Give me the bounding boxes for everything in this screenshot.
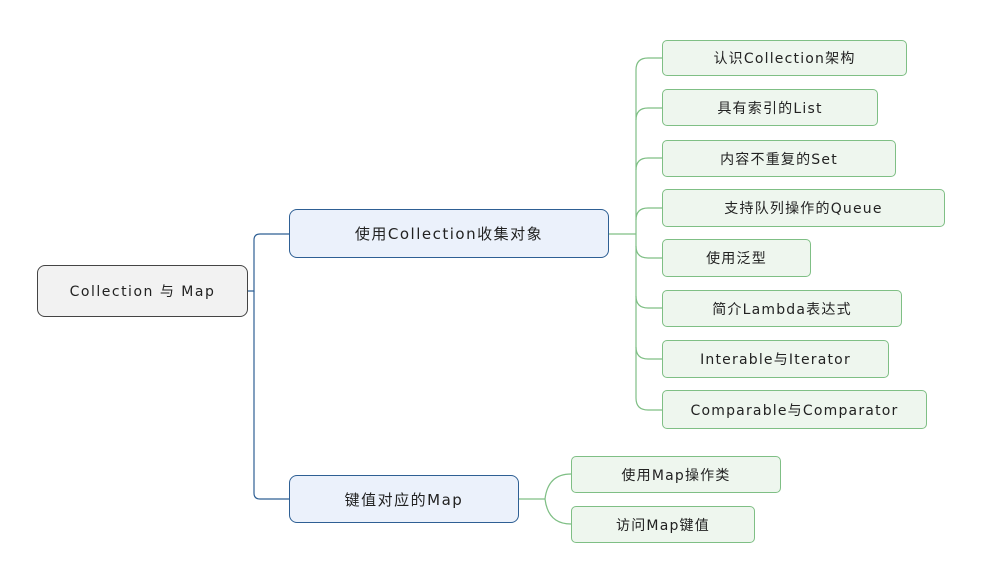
links-branch-2: [519, 473, 572, 525]
leaf-node-label: 具有索引的List: [717, 100, 823, 117]
leaf-node-comparable-comparator[interactable]: Comparable与Comparator: [662, 390, 927, 429]
leaf-node-label: 简介Lambda表达式: [712, 301, 852, 318]
leaf-node-label: 认识Collection架构: [713, 51, 856, 67]
branch-node-map[interactable]: 键值对应的Map: [289, 475, 519, 523]
link-root-branch-1: [248, 233, 289, 292]
leaf-node-label: 内容不重复的Set: [720, 151, 838, 168]
leaf-node-iterable-iterator[interactable]: Interable与Iterator: [662, 340, 889, 378]
leaf-node-map-operations[interactable]: 使用Map操作类: [571, 456, 781, 493]
root-node-collection-and-map[interactable]: Collection 与 Map: [37, 265, 248, 317]
leaf-node-label: Comparable与Comparator: [690, 402, 899, 419]
leaf-node-queue[interactable]: 支持队列操作的Queue: [662, 189, 945, 227]
leaf-node-label: 使用泛型: [706, 251, 767, 267]
leaf-node-indexed-list[interactable]: 具有索引的List: [662, 89, 878, 126]
branch-node-label: 使用Collection收集对象: [354, 225, 544, 243]
branch-node-using-collection[interactable]: 使用Collection收集对象: [289, 209, 609, 258]
link-root-branch-2: [253, 291, 289, 500]
leaf-node-label: 支持队列操作的Queue: [724, 201, 883, 217]
leaf-node-unique-set[interactable]: 内容不重复的Set: [662, 140, 896, 177]
leaf-node-lambda[interactable]: 简介Lambda表达式: [662, 290, 902, 327]
leaf-node-label: 访问Map键值: [616, 517, 710, 534]
leaf-node-map-key-values[interactable]: 访问Map键值: [571, 506, 755, 543]
root-node-label: Collection 与 Map: [69, 284, 216, 300]
leaf-node-label: 使用Map操作类: [621, 467, 731, 484]
leaf-node-generics[interactable]: 使用泛型: [662, 239, 811, 277]
links-branch-1: [609, 57, 662, 411]
leaf-node-collection-architecture[interactable]: 认识Collection架构: [662, 40, 907, 76]
branch-node-label: 键值对应的Map: [344, 490, 464, 509]
leaf-node-label: Interable与Iterator: [700, 352, 851, 368]
